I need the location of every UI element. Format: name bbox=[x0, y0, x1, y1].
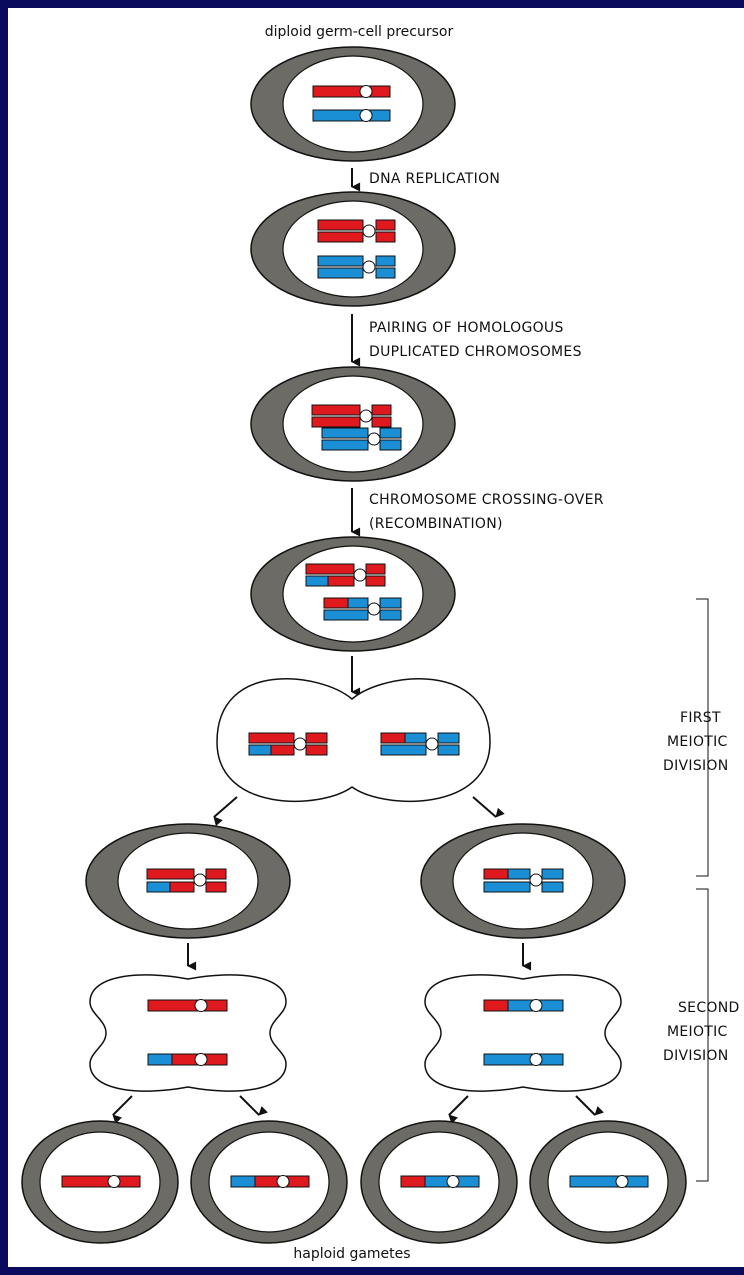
gamete-1 bbox=[21, 1120, 179, 1244]
step-replication-label: DNA REPLICATION bbox=[369, 171, 500, 187]
cell-daughter-right bbox=[420, 823, 626, 939]
duplicated-chromosome-maternal bbox=[311, 404, 392, 428]
chromosome-paternal bbox=[312, 109, 391, 122]
bracket-second-label-1: SECOND bbox=[678, 1000, 740, 1016]
recombined-chromosome-paternal bbox=[323, 597, 402, 621]
chromatid-recombinant bbox=[147, 1053, 228, 1066]
arrow-gamete-1 bbox=[112, 1095, 133, 1124]
meiosis-diagram: diploid germ-cell precursor DNA REPLICAT… bbox=[8, 8, 744, 1267]
bracket-first-label-2: MEIOTIC bbox=[667, 734, 728, 750]
arrow-gamete-2 bbox=[239, 1095, 268, 1116]
bracket-first-label-1: FIRST bbox=[680, 710, 721, 726]
cell-replicated bbox=[250, 191, 456, 307]
cell-daughter-left bbox=[85, 823, 291, 939]
gamete-2 bbox=[190, 1120, 348, 1244]
cell-first-division bbox=[216, 678, 491, 803]
chromatid-recombinant bbox=[483, 999, 564, 1012]
arrow-to-right-daughter bbox=[472, 796, 505, 818]
step-pairing-label-2: DUPLICATED CHROMOSOMES bbox=[369, 344, 582, 360]
step-crossing-label-1: CHROMOSOME CROSSING-OVER bbox=[369, 492, 604, 508]
cell-paired bbox=[250, 366, 456, 482]
bracket-second-label-3: DIVISION bbox=[663, 1048, 729, 1064]
footer-label: haploid gametes bbox=[293, 1246, 410, 1262]
diagram-canvas: diploid germ-cell precursor DNA REPLICAT… bbox=[21, 24, 740, 1262]
cell-second-division-left bbox=[89, 974, 287, 1092]
arrow-gamete-3 bbox=[448, 1095, 469, 1124]
bracket-first-label-3: DIVISION bbox=[663, 758, 729, 774]
step-crossing-label-2: (RECOMBINATION) bbox=[369, 516, 503, 532]
chromatid-maternal bbox=[147, 999, 228, 1012]
gamete-4 bbox=[529, 1120, 687, 1244]
title-label: diploid germ-cell precursor bbox=[265, 24, 454, 40]
gamete-3 bbox=[360, 1120, 518, 1244]
duplicated-chromosome-maternal bbox=[317, 219, 396, 243]
duplicated-chromosome-paternal bbox=[317, 255, 396, 279]
bivalent-left bbox=[248, 732, 328, 756]
recombined-chromosome-maternal bbox=[305, 563, 386, 587]
bracket-first-division bbox=[696, 598, 709, 877]
bivalent-right bbox=[380, 732, 460, 756]
cell-recombined bbox=[250, 536, 456, 652]
bracket-second-division bbox=[696, 888, 709, 1182]
bracket-second-label-2: MEIOTIC bbox=[667, 1024, 728, 1040]
chromosome-maternal bbox=[312, 85, 391, 98]
step-pairing-label-1: PAIRING OF HOMOLOGOUS bbox=[369, 320, 564, 336]
arrow-gamete-4 bbox=[575, 1095, 604, 1116]
arrow-to-left-daughter bbox=[213, 796, 238, 827]
chromatid-paternal bbox=[483, 1053, 564, 1066]
cell-second-division-right bbox=[424, 974, 622, 1092]
cell-diploid bbox=[250, 46, 456, 162]
duplicated-chromosome-paternal bbox=[321, 427, 402, 451]
